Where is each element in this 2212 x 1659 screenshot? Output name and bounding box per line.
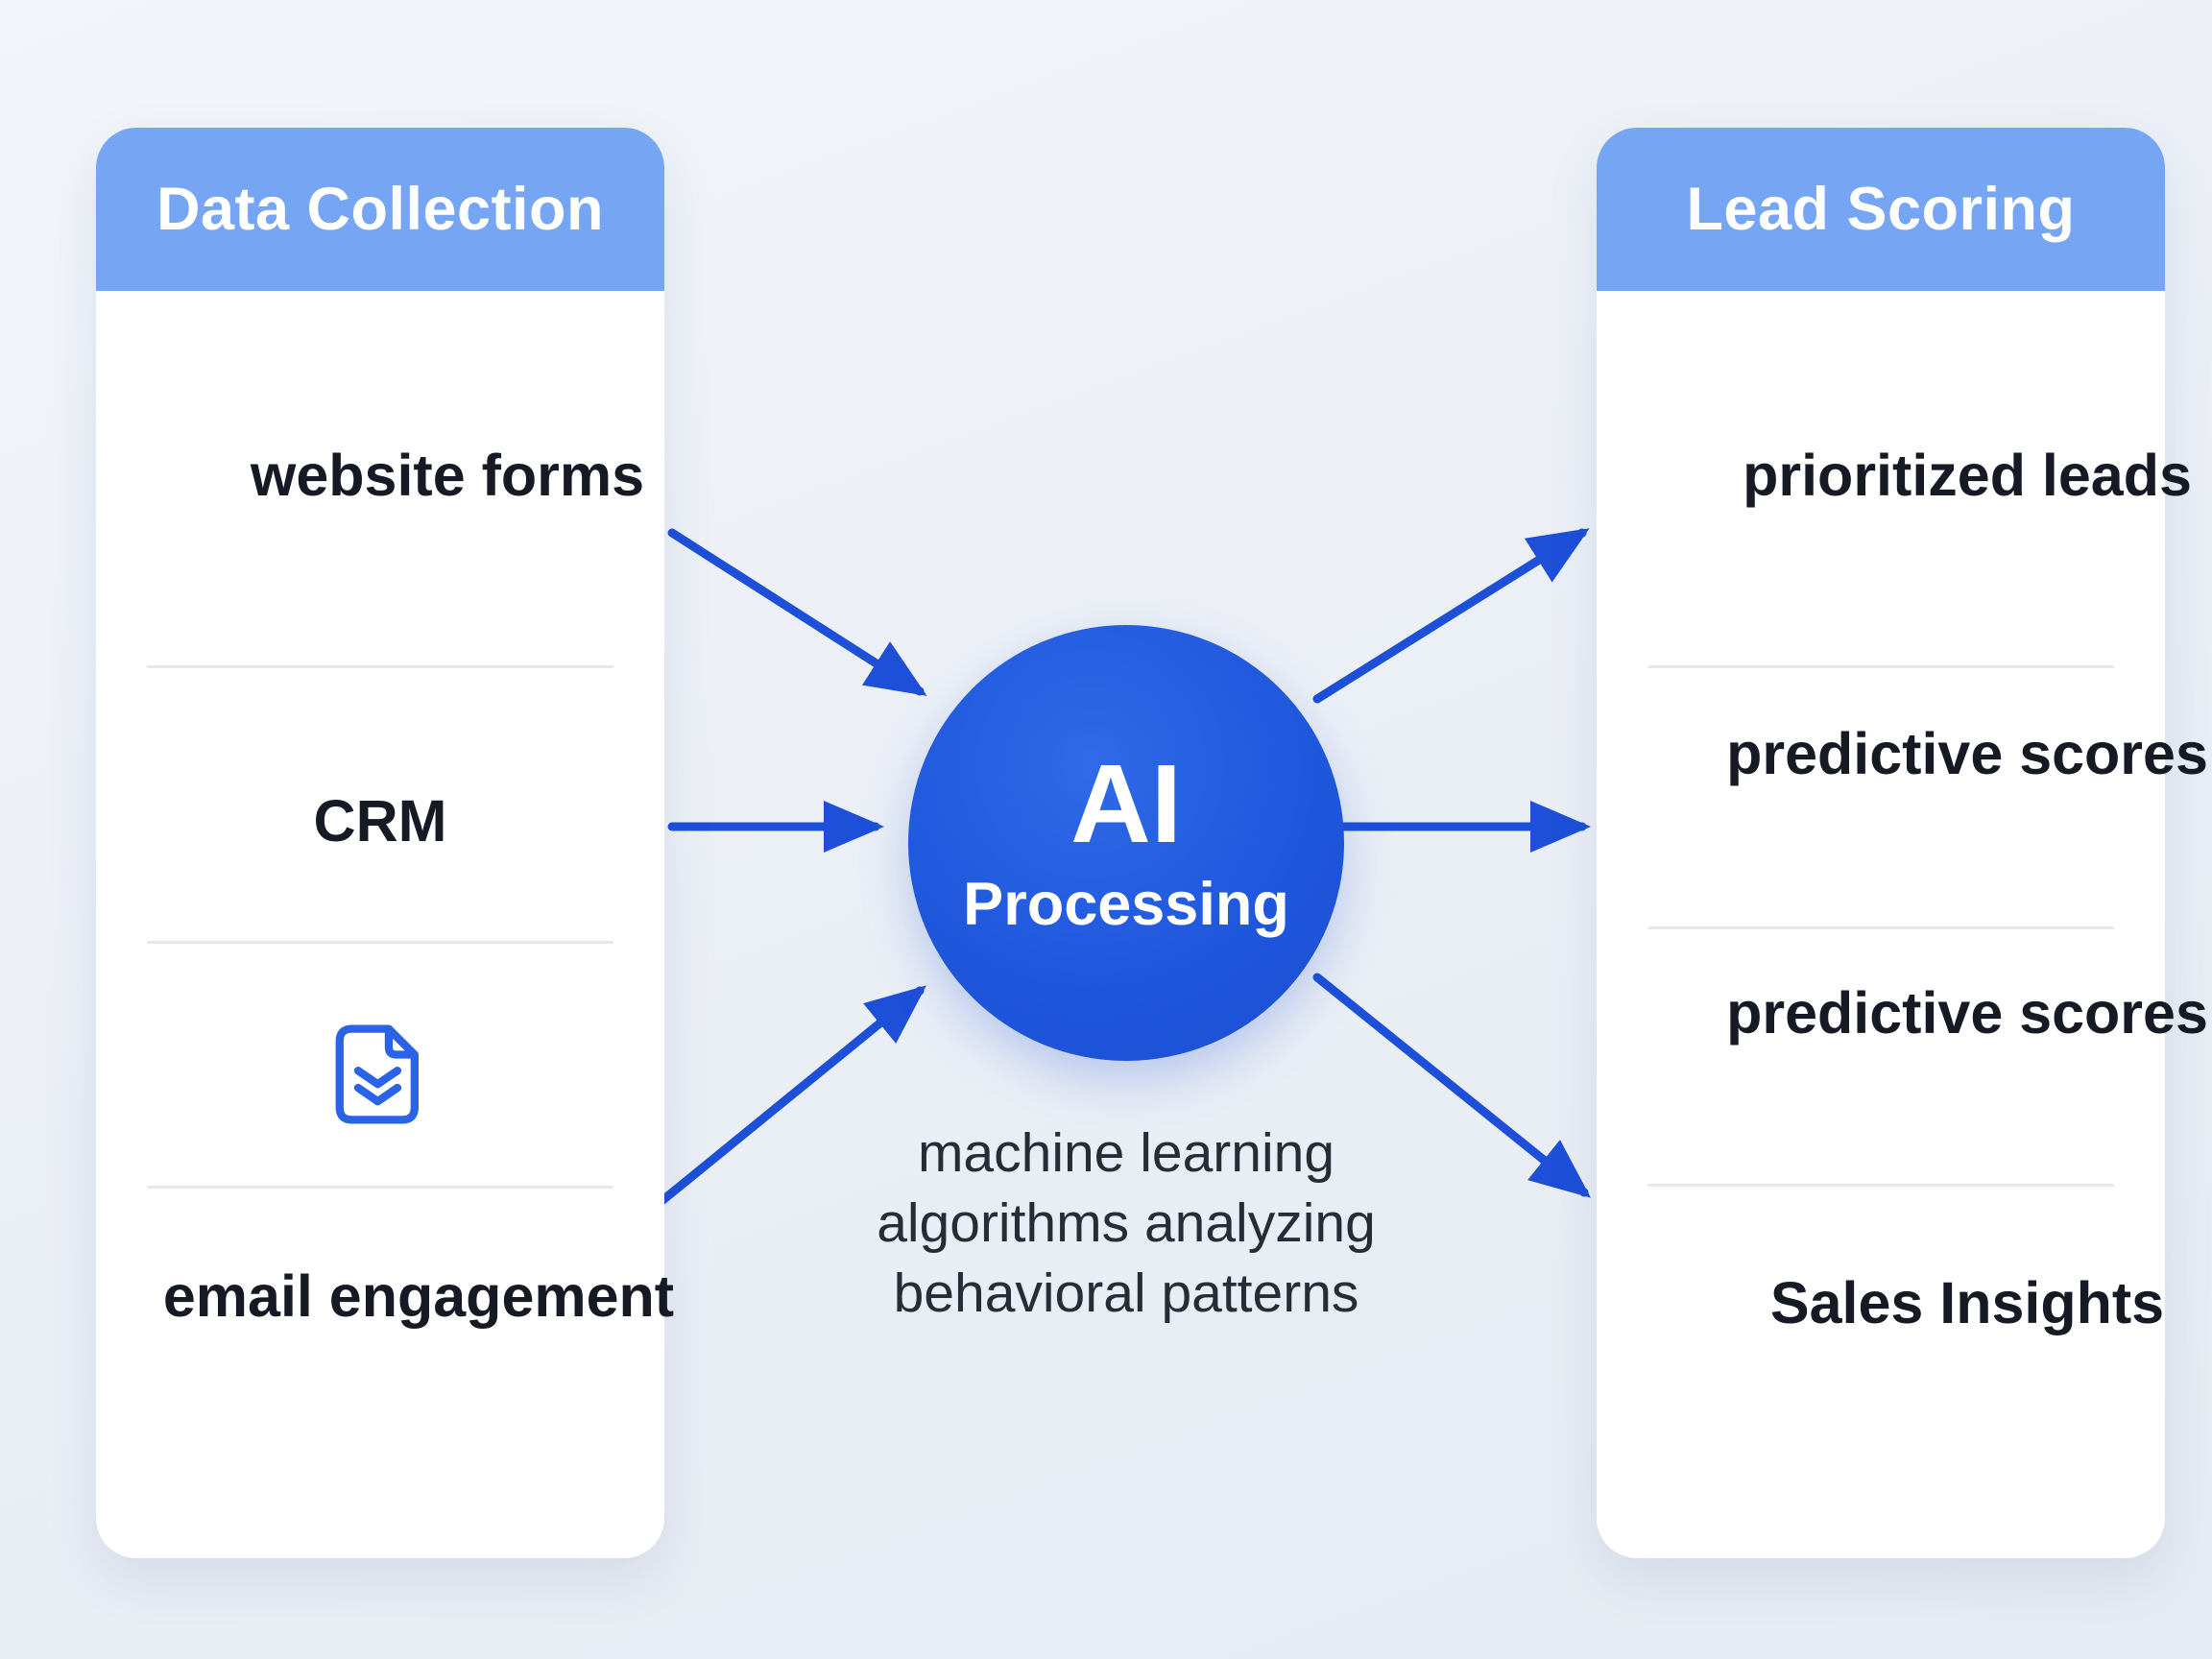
- lead-scoring-panel: Lead Scoring prioritized leads predictiv…: [1597, 128, 2208, 1558]
- item-predictive-scores-2: predictive scores: [1726, 980, 2208, 1046]
- divider: [1647, 926, 2114, 929]
- item-crm: CRM: [313, 788, 447, 854]
- lead-scoring-header: Lead Scoring: [1597, 128, 2165, 291]
- item-email-engagement: email engagement: [162, 1263, 675, 1329]
- data-collection-panel: Data Collection website forms CRM email …: [96, 128, 674, 1558]
- ai-subtitle: Processing: [963, 871, 1289, 939]
- ai-title: AI: [1070, 740, 1182, 866]
- data-collection-header: Data Collection: [96, 128, 664, 291]
- arrow-website-forms-to-ai: [667, 528, 927, 696]
- item-predictive-scores-1: predictive scores: [1726, 721, 2208, 786]
- divider: [147, 665, 613, 668]
- item-website-forms: website forms: [250, 443, 645, 508]
- lead-scoring-title: Lead Scoring: [1686, 176, 2076, 243]
- data-collection-title: Data Collection: [156, 176, 605, 243]
- item-sales-insights: Sales Insights: [1769, 1270, 2165, 1335]
- divider: [1647, 665, 2114, 668]
- email-document-icon: [96, 1013, 664, 1136]
- ai-processing-node: AI Processing: [908, 625, 1344, 1061]
- ai-caption: machine learning algorithms analyzing be…: [877, 1122, 1376, 1324]
- divider: [1647, 1184, 2114, 1187]
- divider: [147, 941, 613, 944]
- item-prioritized-leads: prioritized leads: [1743, 443, 2192, 508]
- arrow-ai-to-prioritized-leads: [1312, 528, 1590, 704]
- divider: [147, 1186, 613, 1189]
